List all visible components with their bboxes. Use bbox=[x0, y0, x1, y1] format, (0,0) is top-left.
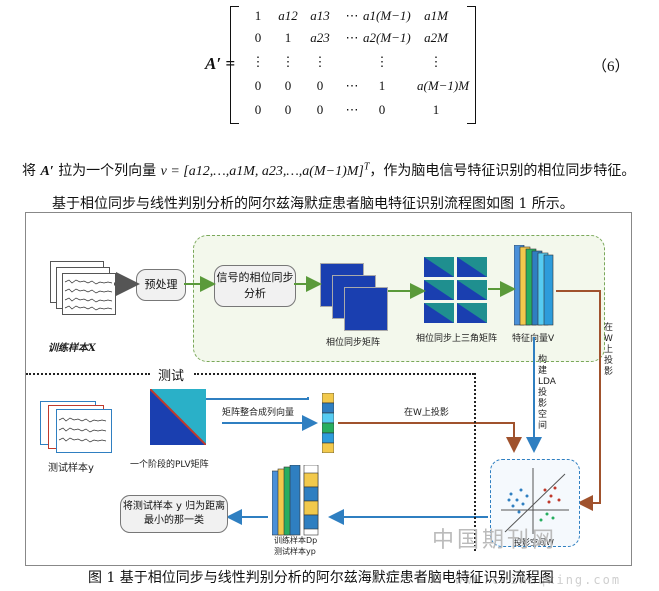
projection-space-label: 投影空间W bbox=[514, 538, 554, 547]
scatter-icon bbox=[501, 468, 569, 534]
upper-tri-label: 相位同步上三角矩阵 bbox=[416, 334, 498, 344]
bottom-stack-label-1: 训练样本Dp bbox=[274, 536, 318, 545]
watermark: 中国期刊网 bbox=[432, 528, 558, 553]
matrix-cell: ⋮ bbox=[375, 54, 389, 69]
matrix-cell: 0 bbox=[378, 102, 386, 117]
right-bracket bbox=[467, 6, 476, 124]
paragraph-2: 基于相位同步与线性判别分析的阿尔兹海默症患者脑电特征识别流程图如图 1 所示。 bbox=[52, 196, 574, 212]
matrix-cell: ⋮ bbox=[313, 54, 327, 69]
matrix-cell: ⋮ bbox=[429, 54, 443, 69]
matrix-cell: 0 bbox=[254, 78, 262, 93]
matrix-cell: ⋯ bbox=[345, 8, 359, 23]
matrix-cell: 0 bbox=[284, 102, 292, 117]
watermark-url: www.chinaqking.com bbox=[455, 573, 622, 587]
project-w-mid-label: 在W上投影 bbox=[404, 408, 449, 418]
left-bracket bbox=[230, 6, 239, 124]
matrix-cell: ⋯ bbox=[345, 30, 359, 45]
eeg-wave-icon bbox=[64, 279, 113, 311]
train-sample-label: 训练样本X bbox=[48, 343, 96, 354]
test-divider-right bbox=[194, 373, 474, 375]
classify-box: 将测试样本 y 归为距离最小的那一类 bbox=[120, 495, 228, 533]
matrix-to-vec-label: 矩阵整合成列向量 bbox=[222, 408, 295, 418]
matrix-cell: a1M bbox=[424, 8, 448, 23]
eeg-wave-icon bbox=[58, 417, 107, 443]
matrix-cell: a2(M−1) bbox=[363, 30, 411, 45]
matrix-cell: a12 bbox=[278, 8, 298, 23]
matrix-cell: a23 bbox=[310, 30, 330, 45]
matrix-cell: 1 bbox=[254, 8, 262, 23]
equation-number: （6） bbox=[592, 59, 630, 75]
matrix-cell: 0 bbox=[254, 30, 262, 45]
equation-lhs: A′ = bbox=[205, 54, 236, 73]
upper-tri-icon bbox=[424, 257, 487, 323]
sync-matrix-icon bbox=[344, 287, 388, 331]
bottom-stack-icon bbox=[272, 465, 319, 536]
matrix-cell: 1 bbox=[432, 102, 440, 117]
arrows-layer bbox=[114, 272, 601, 525]
matrix-cell: 1 bbox=[284, 30, 292, 45]
feature-stack-icon bbox=[514, 245, 554, 326]
matrix-cell: a1(M−1) bbox=[363, 8, 411, 23]
figure-caption: 图 1 基于相位同步与线性判别分析的阿尔兹海默症患者脑电特征识别流程图 bbox=[88, 570, 554, 586]
test-section-title: 测试 bbox=[158, 369, 185, 384]
phase-sync-box: 信号的相位同步分析 bbox=[214, 265, 296, 307]
flowchart: 训练样本X 预处理 信号的相位同步分析 相位同步矩阵 相位同步上三角矩阵 特征向… bbox=[25, 212, 632, 566]
paragraph-1: 将 A′ 拉为一个列向量 v = [a12,…,a1M, a23,…,a(M−1… bbox=[22, 160, 635, 180]
para1-vector: v = [a12,…,a1M, a23,…,a(M−1)M] bbox=[160, 164, 364, 179]
test-divider-left bbox=[26, 373, 150, 375]
bottom-stack-label-2: 测试样本yp bbox=[274, 547, 316, 556]
test-vector-icon bbox=[322, 393, 334, 453]
matrix-cell: ⋮ bbox=[281, 54, 295, 69]
projection-space-box bbox=[490, 459, 580, 547]
matrix-cell: 1 bbox=[378, 78, 386, 93]
test-sample-label: 测试样本y bbox=[48, 463, 94, 474]
plv-matrix-label: 一个阶段的PLV矩阵 bbox=[130, 460, 209, 470]
matrix-cell: ⋮ bbox=[251, 54, 265, 69]
test-eeg-icon bbox=[56, 409, 112, 453]
para1-transpose: T bbox=[363, 161, 370, 173]
matrix-cell: a2M bbox=[424, 30, 448, 45]
test-divider-vertical bbox=[474, 373, 476, 551]
matrix-cell: 0 bbox=[316, 102, 324, 117]
plv-matrix-icon bbox=[150, 389, 206, 445]
para1-symbol: A′ bbox=[40, 164, 54, 179]
para1-suffix: ，作为脑电信号特征识别的相位同步特征。 bbox=[369, 163, 636, 179]
para1-prefix: 将 bbox=[22, 163, 36, 179]
train-eeg-icon bbox=[62, 273, 116, 315]
matrix-cell: a(M−1)M bbox=[417, 78, 470, 93]
para1-mid: 拉为一个列向量 bbox=[58, 163, 157, 179]
matrix-cell: 0 bbox=[316, 78, 324, 93]
matrix-cell: ⋯ bbox=[345, 78, 359, 93]
matrix-equation: A′ = 1 a12 a13 ⋯ a1(M−1) a1M 0 1 a23 ⋯ a2(M−1) a2M ⋮… bbox=[205, 4, 495, 126]
matrix-cell: ⋯ bbox=[345, 102, 359, 117]
matrix-cell: 0 bbox=[254, 102, 262, 117]
sync-matrix-label: 相位同步矩阵 bbox=[326, 338, 381, 348]
build-lda-label: 构建LDA投影空间 bbox=[538, 355, 556, 431]
project-w-right-label: 在W上投影 bbox=[604, 323, 614, 377]
matrix-cell: 0 bbox=[284, 78, 292, 93]
matrix-cell: a13 bbox=[310, 8, 330, 23]
